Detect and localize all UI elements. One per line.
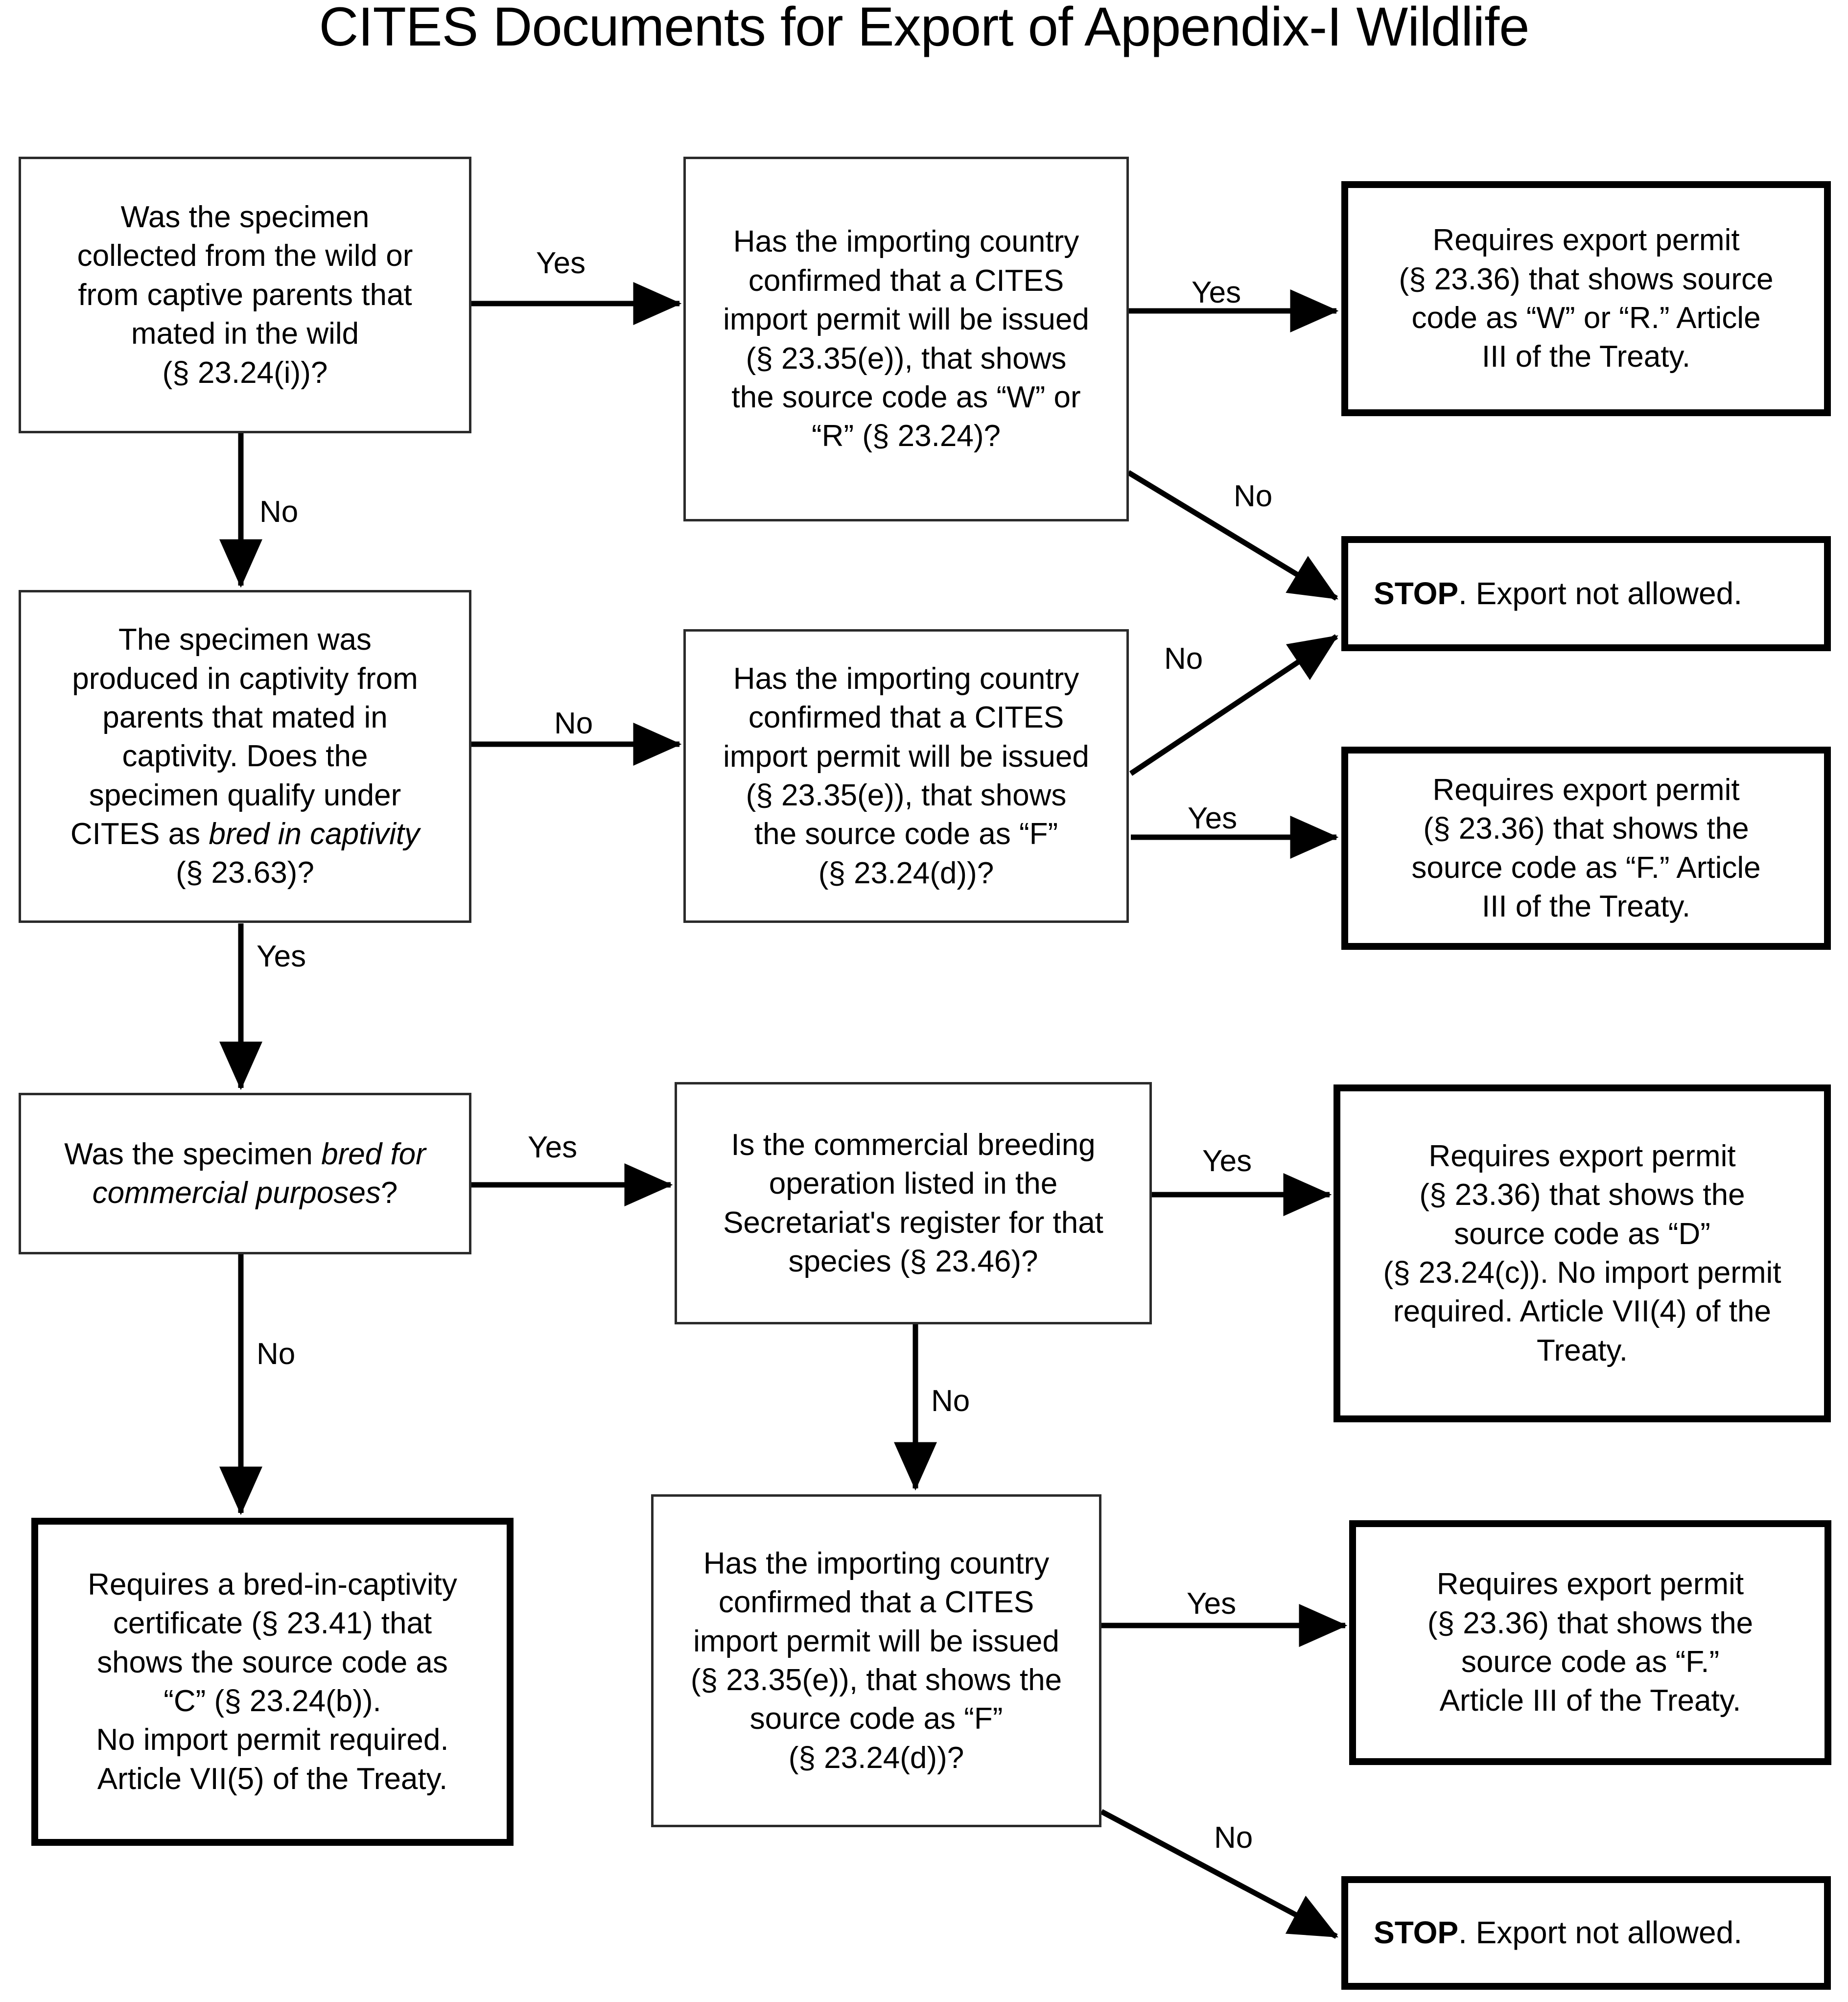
edge-label-q5-no: No [257,1337,296,1371]
node-q2-text: Has the importing country confirmed that… [723,225,1089,453]
node-q4-text: Has the importing country confirmed that… [723,661,1089,890]
node-r3-export-permit-d[interactable]: Requires export permit (§ 23.36) that sh… [1333,1084,1831,1422]
edge-label-q3-no: No [554,707,593,740]
node-r2-text: Requires export permit (§ 23.36) that sh… [1411,773,1761,923]
node-q6-text: Is the commercial breeding operation lis… [723,1128,1103,1278]
edge-label-q6-yes: Yes [1202,1144,1252,1178]
edge-label-q4-no: No [1164,642,1203,676]
edge-label-q7-yes: Yes [1187,1587,1237,1621]
node-q6-secretariat-register[interactable]: Is the commercial breeding operation lis… [675,1082,1152,1324]
node-r2-export-permit-f[interactable]: Requires export permit (§ 23.36) that sh… [1341,747,1831,950]
edge-label-q3-yes: Yes [257,940,306,973]
edge-label-q1-no: No [259,495,299,529]
node-r3-text: Requires export permit (§ 23.36) that sh… [1383,1139,1781,1367]
node-stop1-text: STOP. Export not allowed. [1374,575,1742,611]
edge-label-q6-no: No [931,1384,970,1418]
node-q5-commercial-purposes[interactable]: Was the specimen bred for commercial pur… [19,1093,471,1254]
edge-label-q2-yes: Yes [1192,276,1241,309]
node-q4-import-permit-f[interactable]: Has the importing country confirmed that… [683,629,1129,923]
node-q3-text: The specimen was produced in captivity f… [70,623,420,890]
edge-label-q4-yes: Yes [1188,801,1238,835]
node-q3-bred-in-captivity[interactable]: The specimen was produced in captivity f… [19,590,471,923]
edge-q2-stop1 [1127,470,1338,601]
node-q7-text: Has the importing country confirmed that… [690,1546,1062,1775]
node-q1-text: Was the specimen collected from the wild… [77,200,413,390]
node-stop1-export-not-allowed[interactable]: STOP. Export not allowed. [1341,536,1831,651]
node-stop2-export-not-allowed[interactable]: STOP. Export not allowed. [1341,1876,1831,1990]
node-r1-export-permit-wr[interactable]: Requires export permit (§ 23.36) that sh… [1341,181,1831,416]
edge-q4-stop1 [1129,634,1338,776]
node-r5-export-permit-f-second[interactable]: Requires export permit (§ 23.36) that sh… [1349,1520,1831,1765]
node-q2-import-permit-wr[interactable]: Has the importing country confirmed that… [683,157,1129,521]
node-stop2-text: STOP. Export not allowed. [1374,1915,1742,1951]
edge-label-q2-no: No [1234,479,1273,513]
node-q1-wild-origin[interactable]: Was the specimen collected from the wild… [19,157,471,433]
edge-label-q7-no: No [1214,1821,1253,1855]
edge-label-q5-yes: Yes [528,1131,578,1164]
node-r5-text: Requires export permit (§ 23.36) that sh… [1427,1567,1754,1718]
node-r4-text: Requires a bred-in-captivity certificate… [88,1567,457,1796]
node-r4-bred-in-captivity-certificate[interactable]: Requires a bred-in-captivity certificate… [31,1518,514,1846]
page-title: CITES Documents for Export of Appendix-I… [319,0,1530,57]
node-q7-import-permit-f-second[interactable]: Has the importing country confirmed that… [651,1494,1101,1827]
edge-label-q1-yes: Yes [536,246,586,280]
node-q5-text: Was the specimen bred for commercial pur… [64,1137,426,1210]
node-r1-text: Requires export permit (§ 23.36) that sh… [1399,223,1774,374]
